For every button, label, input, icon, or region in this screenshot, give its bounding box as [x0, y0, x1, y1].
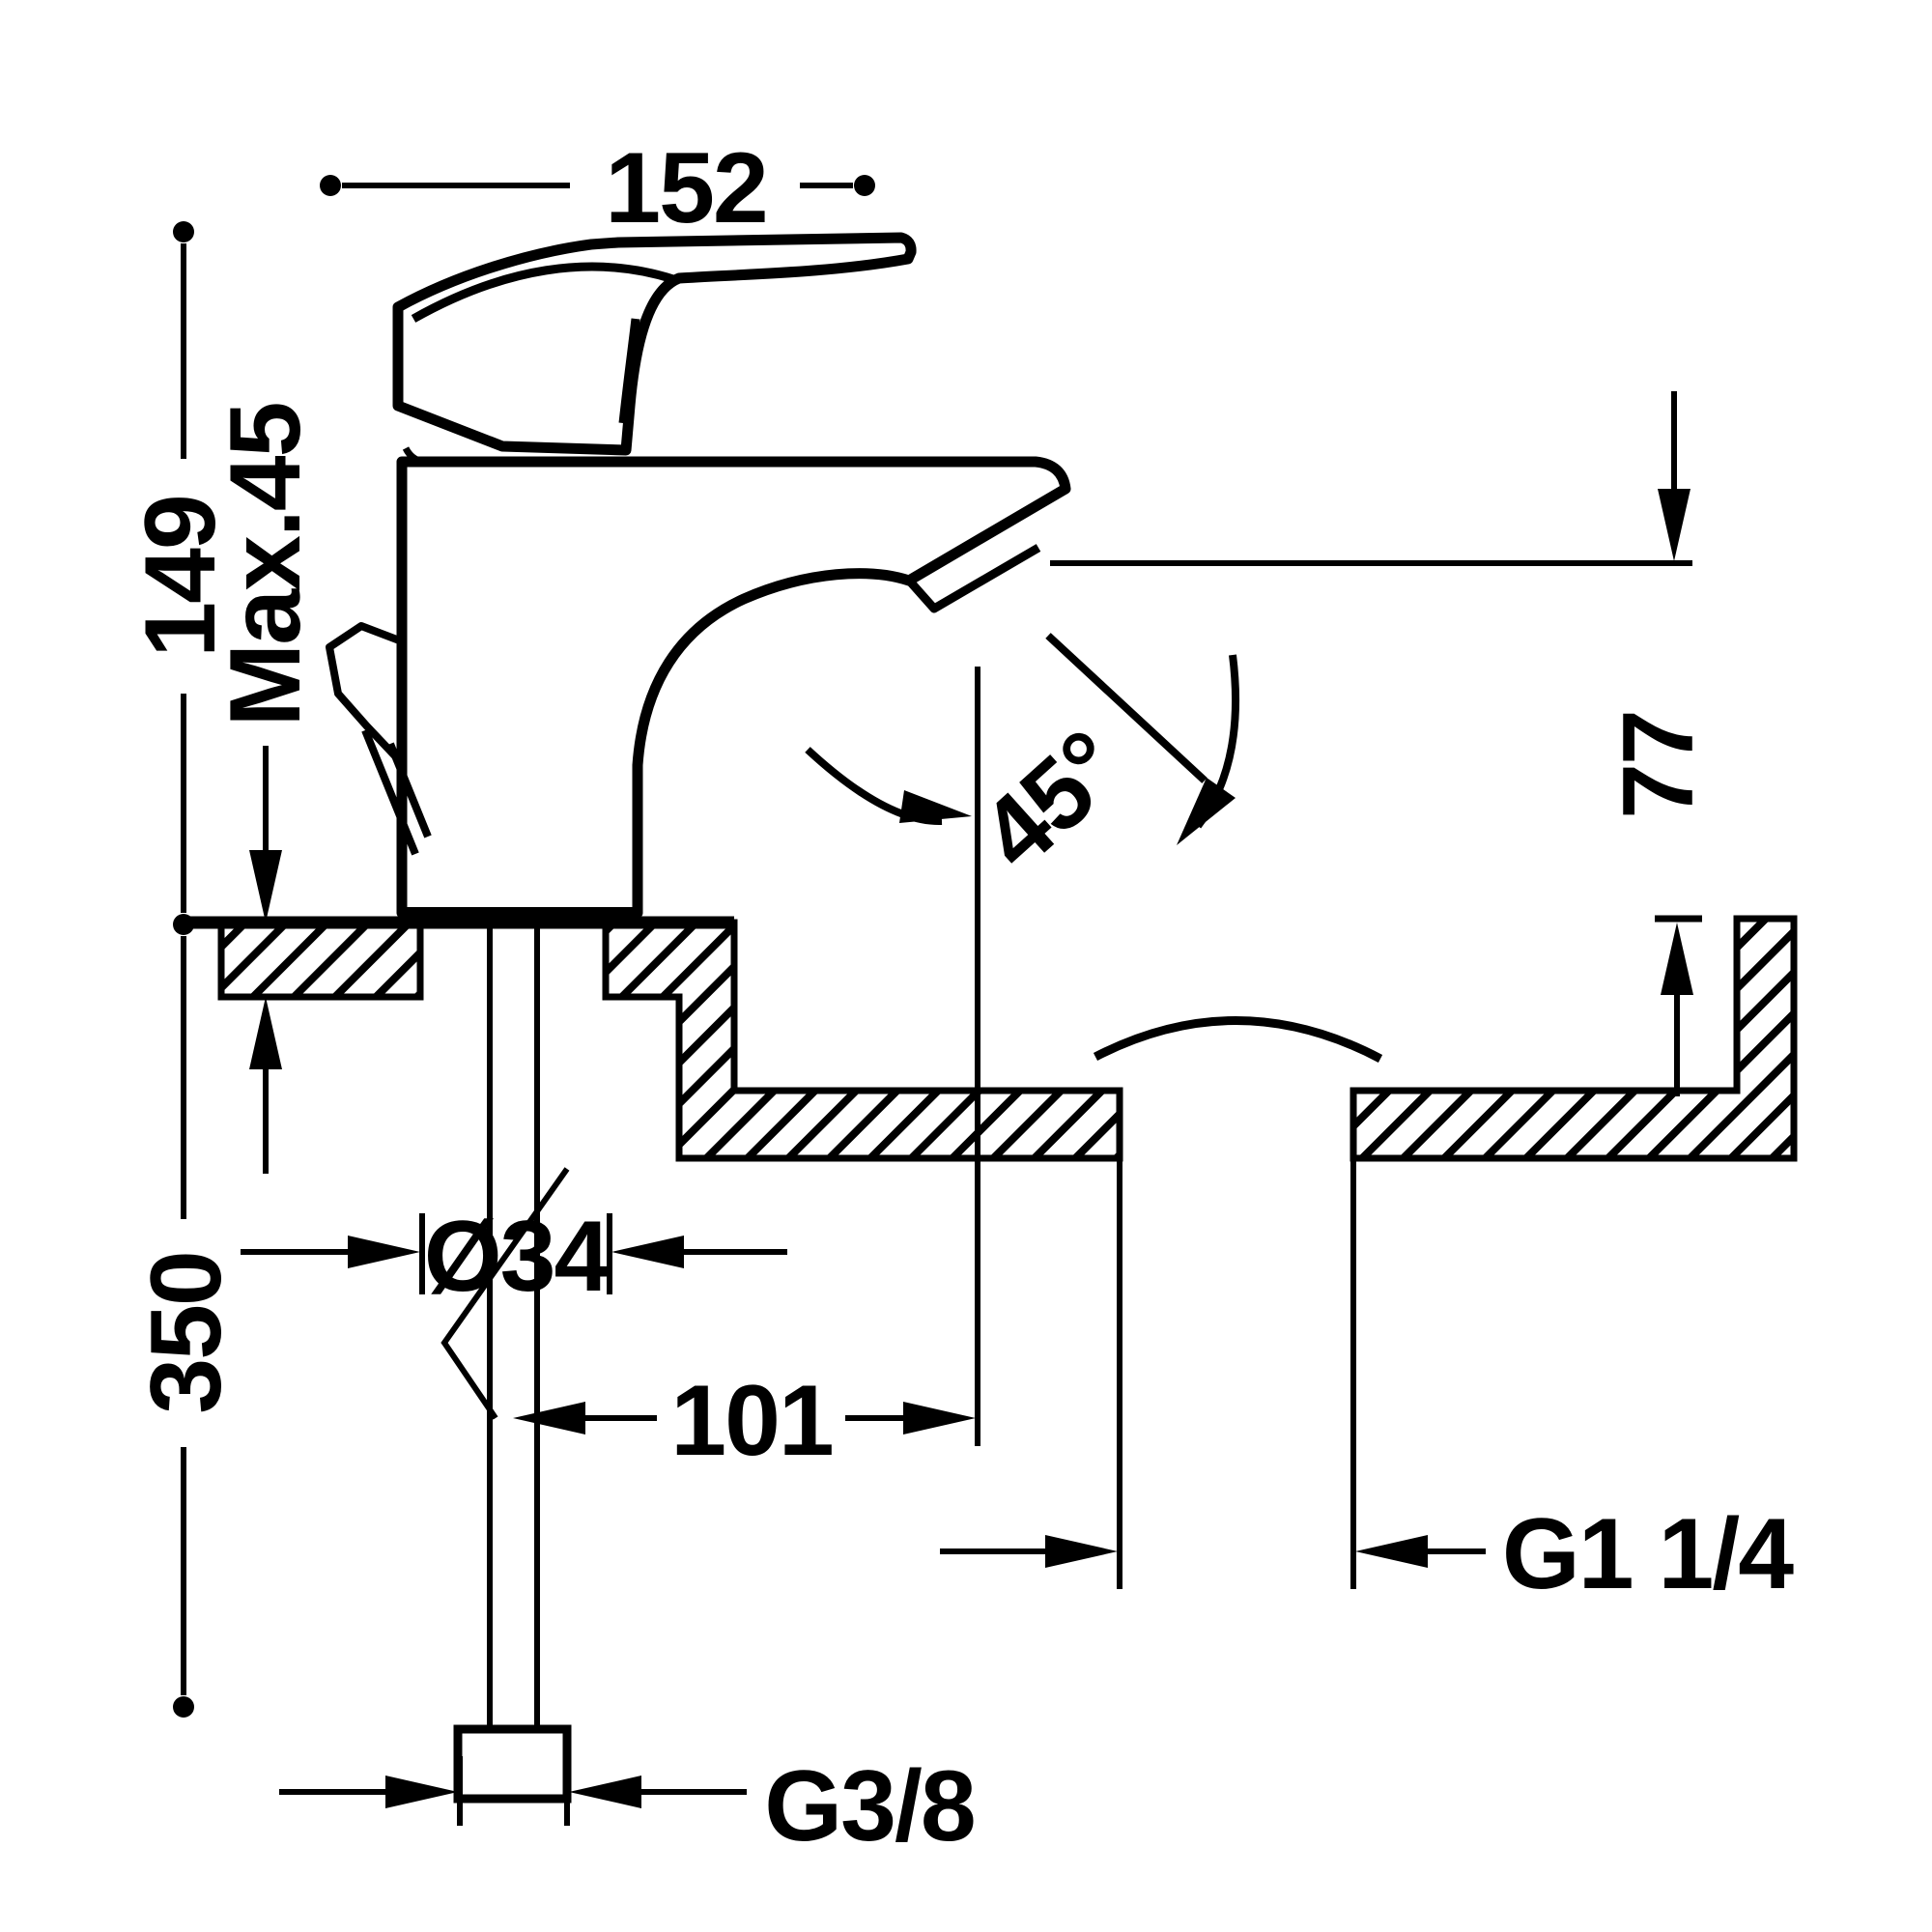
faucet-body [396, 456, 1071, 919]
tube-break-mark [440, 1167, 570, 1420]
aerator-tip [907, 544, 1041, 613]
supply-tube [440, 916, 570, 1729]
arrow-up [249, 997, 282, 1069]
arrow-down [1658, 489, 1690, 561]
dim-max45: Max.45 [210, 404, 322, 1174]
angle-arrow-right [1177, 778, 1236, 845]
temp-limiter-tab [326, 622, 432, 856]
dim-max45-label: Max.45 [210, 404, 322, 727]
dim-g38-label: G3/8 [764, 1750, 974, 1862]
handle-sculpt-line [411, 262, 675, 323]
counter-left-section [217, 919, 424, 1001]
dim-o34-label: Ø34 [424, 1201, 611, 1313]
dim-g38: G3/8 [279, 1750, 977, 1862]
faucet-handle [392, 232, 917, 456]
arrow-left [569, 1776, 641, 1808]
dim-152-label: 152 [605, 132, 767, 244]
angle-annotation [805, 654, 1240, 845]
arrow-right [385, 1776, 458, 1808]
arrow-right [1045, 1535, 1118, 1568]
angle-ref-line [1045, 633, 1208, 783]
dim-350-label: 350 [130, 1252, 242, 1414]
arrow-right [348, 1236, 420, 1268]
hose-connector [453, 1724, 572, 1804]
arrow-right [903, 1402, 976, 1435]
dim-77-label: 77 [1603, 711, 1715, 819]
dim-g114: G1 1/4 [940, 1498, 1796, 1610]
arrow-down [249, 850, 282, 923]
handle-neck-line [618, 318, 640, 424]
basin-right-section [1350, 915, 1798, 1162]
basin-dome-arc [1093, 1016, 1383, 1063]
dim-dot [854, 175, 875, 196]
dim-149-label: 149 [125, 496, 237, 658]
angle-arrow-left [899, 790, 972, 823]
dim-dot [173, 221, 194, 242]
dim-g114-label: G1 1/4 [1502, 1498, 1794, 1610]
arrow-up [1661, 923, 1693, 995]
dim-101: 101 [513, 1365, 976, 1477]
dim-dot [320, 175, 341, 196]
dim-45deg-label: 45° [960, 710, 1144, 891]
drain-extension-lines [1117, 1158, 1356, 1589]
dim-149: 149 [125, 221, 237, 935]
dim-77: 77 [1603, 391, 1715, 1096]
arrow-left [513, 1402, 585, 1435]
arrow-left [1355, 1535, 1428, 1568]
arrow-left [611, 1236, 684, 1268]
dim-350: 350 [130, 936, 242, 1718]
handle-base-arc [402, 446, 424, 466]
dim-o34: Ø34 [241, 1201, 787, 1313]
counter-center-section [602, 919, 1123, 1162]
dim-dot [173, 914, 194, 935]
dim-dot [173, 1696, 194, 1718]
dim-101-label: 101 [670, 1365, 833, 1477]
dim-152: 152 [320, 132, 875, 244]
